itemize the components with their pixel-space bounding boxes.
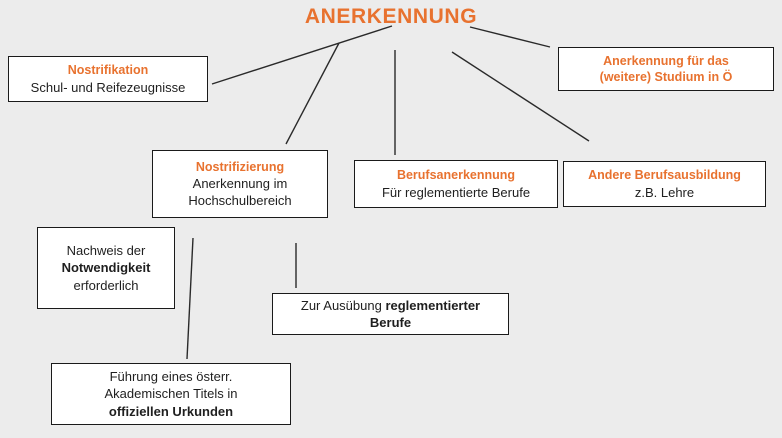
node-notwendigkeit-line2: Notwendigkeit [62,259,151,276]
connector-title-to-nostrifikation [211,25,393,85]
node-nostrifizierung-subtitle-line2: Hochschulbereich [188,193,292,209]
node-notwendigkeit-line3: erforderlich [73,277,139,293]
node-notwendigkeit-line2-bold: Notwendigkeit [61,260,151,276]
node-andere-berufsausbildung-subtitle: z.B. Lehre [634,184,695,200]
node-berufsanerkennung-heading: Berufsanerkennung [396,168,516,183]
node-studium-heading-line2: (weitere) Studium in Ö [599,70,733,84]
node-andere-berufsausbildung-heading: Andere Berufsausbildung [588,168,741,183]
node-anerkennung-studium[interactable]: Anerkennung für das (weitere) Studium in… [558,47,774,91]
node-andere-berufsausbildung[interactable]: Andere Berufsausbildung z.B. Lehre [563,161,766,207]
node-nostrifikation[interactable]: Nostrifikation Schul- und Reifezeugnisse [8,56,208,102]
node-fuehrung-akademischer-titel[interactable]: Führung eines österr. Akademischen Titel… [51,363,291,425]
node-notwendigkeit[interactable]: Nachweis der Notwendigkeit erforderlich [37,227,175,309]
node-fuehrung-line1: Führung eines österr. [109,369,233,385]
node-nostrifizierung-heading: Nostrifizierung [195,159,285,174]
node-ausuebung-line1-plain: Zur Ausübung [300,297,386,313]
node-nostrifikation-heading: Nostrifikation [67,63,149,78]
node-nostrifizierung[interactable]: Nostrifizierung Anerkennung im Hochschul… [152,150,328,218]
node-fuehrung-line3-bold: offiziellen Urkunden [108,403,234,419]
node-nostrifizierung-subtitle-line1: Anerkennung im [192,175,288,191]
connector-nostrifizierung-to-fuehrung [186,237,194,360]
connector-title-to-nostrifizierung [285,42,340,145]
node-ausuebung-line1-bold: reglementierter [385,297,481,313]
node-notwendigkeit-line1: Nachweis der [66,243,146,259]
node-berufsanerkennung-subtitle: Für reglementierte Berufe [381,184,531,200]
node-fuehrung-line2: Akademischen Titels in [104,386,238,402]
page-title: ANERKENNUNG [304,5,478,28]
node-berufsanerkennung[interactable]: Berufsanerkennung Für reglementierte Ber… [354,160,558,208]
node-studium-heading-line1: Anerkennung für das [603,53,729,68]
connector-title-to-studium [469,26,551,48]
node-nostrifikation-subtitle: Schul- und Reifezeugnisse [30,79,186,95]
node-ausuebung-line2: Berufe [370,314,411,331]
node-ausuebung-line1: Zur Ausübung reglementierter [301,297,480,314]
node-ausuebung-reglementierter-berufe[interactable]: Zur Ausübung reglementierter Berufe [272,293,509,335]
node-ausuebung-line2-bold: Berufe [369,315,412,330]
node-fuehrung-line3: offiziellen Urkunden [109,403,233,420]
